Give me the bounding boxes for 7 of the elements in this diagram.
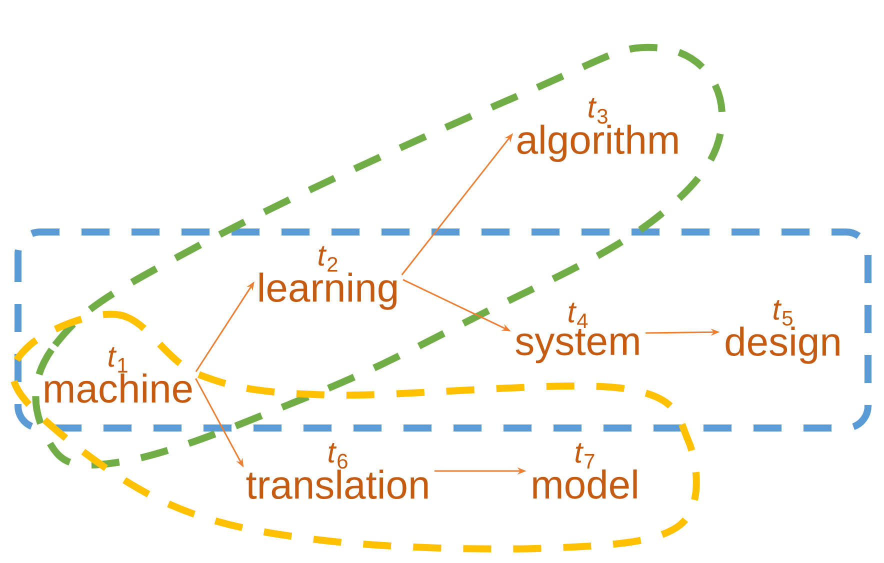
term-label: t$_{4}$ system bbox=[516, 302, 639, 364]
term-label: t$_{7}$ model bbox=[533, 443, 637, 499]
term-label: t$_{3}$ algorithm bbox=[517, 98, 678, 162]
term-label: t$_{6}$ translation bbox=[246, 442, 428, 500]
term-label: t$_{1}$ machine bbox=[45, 347, 192, 403]
term-label: t$_{5}$ design bbox=[726, 300, 840, 364]
term-label: t$_{2}$ learning bbox=[260, 246, 397, 310]
